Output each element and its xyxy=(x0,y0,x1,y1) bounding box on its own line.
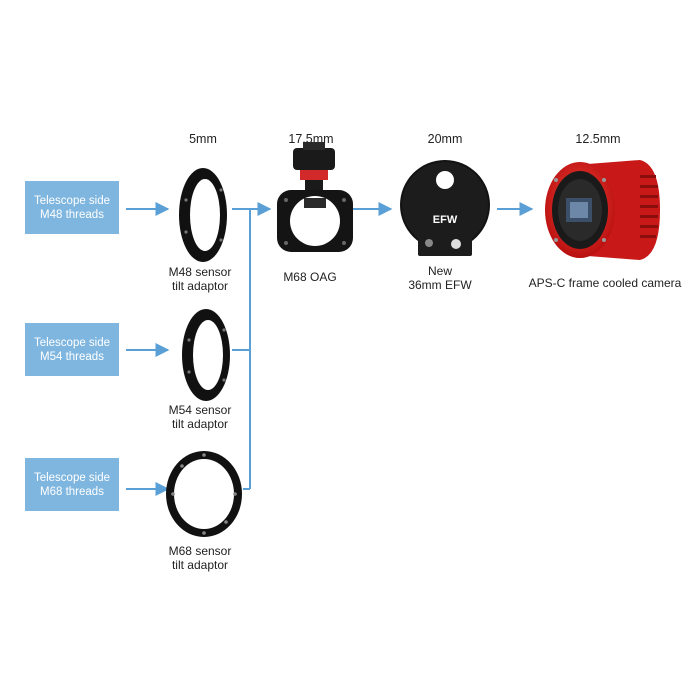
efw-device-text: EFW xyxy=(433,214,458,226)
merge-connector xyxy=(232,202,272,490)
label-oag: M68 OAG xyxy=(283,270,337,284)
oag-device-icon xyxy=(277,142,353,252)
spacing-label-efw: 20mm xyxy=(427,132,463,146)
m54-adaptor-ring-icon xyxy=(182,309,230,401)
label-m48-adaptor: M48 sensor tilt adaptor xyxy=(168,265,232,293)
label-camera: APS-C frame cooled camera xyxy=(528,276,682,290)
source-box-m68: Telescope side M68 threads xyxy=(25,458,119,511)
source-box-m48: Telescope side M48 threads xyxy=(25,181,119,234)
spacing-label-adaptor: 5mm xyxy=(189,132,217,146)
spacing-label-camera: 12.5mm xyxy=(575,132,621,146)
m68-adaptor-ring-icon xyxy=(166,451,242,537)
m48-adaptor-ring-icon xyxy=(179,168,227,262)
source-box-m54: Telescope side M54 threads xyxy=(25,323,119,376)
label-m54-adaptor: M54 sensor tilt adaptor xyxy=(168,403,232,431)
label-m68-adaptor: M68 sensor tilt adaptor xyxy=(168,544,232,572)
efw-device-icon: EFW xyxy=(400,160,490,256)
camera-device-icon xyxy=(545,160,660,260)
source-arrows xyxy=(126,202,170,496)
label-efw: New 36mm EFW xyxy=(408,264,472,292)
